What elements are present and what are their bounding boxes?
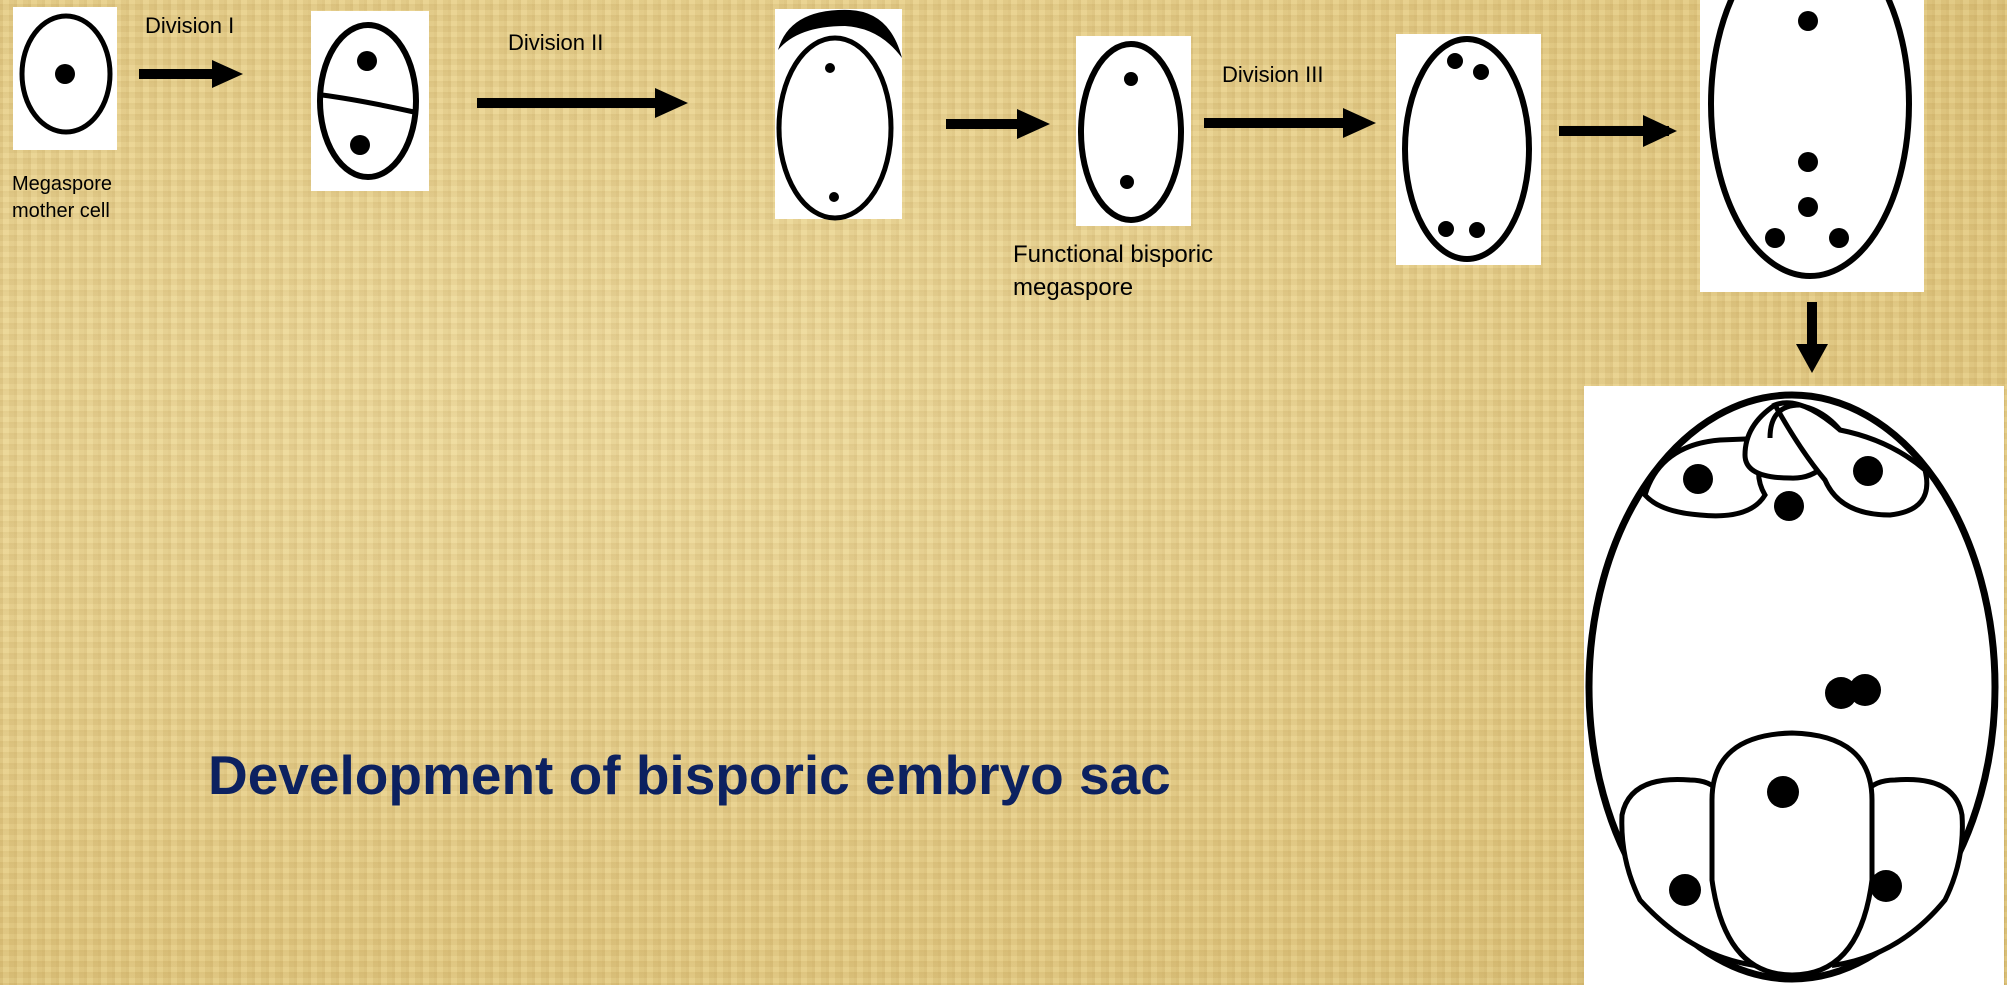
nucleus — [1124, 72, 1138, 86]
nucleus — [350, 135, 370, 155]
megaspore-label-line2: mother cell — [12, 200, 110, 222]
nucleus — [1853, 456, 1883, 486]
nucleus — [1683, 464, 1713, 494]
nucleus — [1765, 228, 1785, 248]
polar-nucleus — [1849, 674, 1881, 706]
nucleus — [1438, 221, 1454, 237]
stage-functional-dyad — [775, 9, 902, 219]
stage-dyad — [311, 11, 429, 191]
egg-cell — [1712, 733, 1872, 975]
nucleus — [1669, 874, 1701, 906]
arrow-division-1 — [139, 60, 243, 88]
nucleus — [1473, 64, 1489, 80]
stage-four-nucleate — [1396, 34, 1541, 265]
division-1-label: Division I — [145, 13, 234, 38]
nucleus — [1767, 776, 1799, 808]
stage-eight-nucleate — [1700, 0, 1924, 292]
nucleus — [1798, 11, 1818, 31]
functional-label-line2: megaspore — [1013, 274, 1133, 301]
division-2-label: Division II — [508, 30, 603, 55]
division-3-label: Division III — [1222, 62, 1323, 87]
nucleus — [1120, 175, 1134, 189]
arrow-to-eight-nucleate — [1559, 115, 1677, 147]
arrow-down — [1796, 302, 1828, 373]
nucleus — [1798, 152, 1818, 172]
nucleus — [1447, 53, 1463, 69]
nucleus — [1798, 197, 1818, 217]
arrow-division-2 — [477, 88, 688, 118]
functional-label-line1: Functional bisporic — [1013, 241, 1213, 268]
megaspore-label-line1: Megaspore — [12, 173, 112, 195]
diagram-title: Development of bisporic embryo sac — [208, 744, 1171, 806]
stage-megaspore-mother-cell — [13, 7, 117, 150]
nucleus — [55, 64, 75, 84]
nucleus — [1870, 870, 1902, 902]
arrow-division-3 — [1204, 108, 1376, 138]
stage-mature-embryo-sac — [1584, 386, 2004, 985]
nucleus — [1829, 228, 1849, 248]
nucleus — [1774, 491, 1804, 521]
nucleus — [825, 63, 835, 73]
nucleus — [357, 51, 377, 71]
nucleus — [1469, 222, 1485, 238]
nucleus — [829, 192, 839, 202]
arrow-to-bisporic — [946, 109, 1050, 139]
stage-bisporic-megaspore — [1076, 36, 1191, 226]
